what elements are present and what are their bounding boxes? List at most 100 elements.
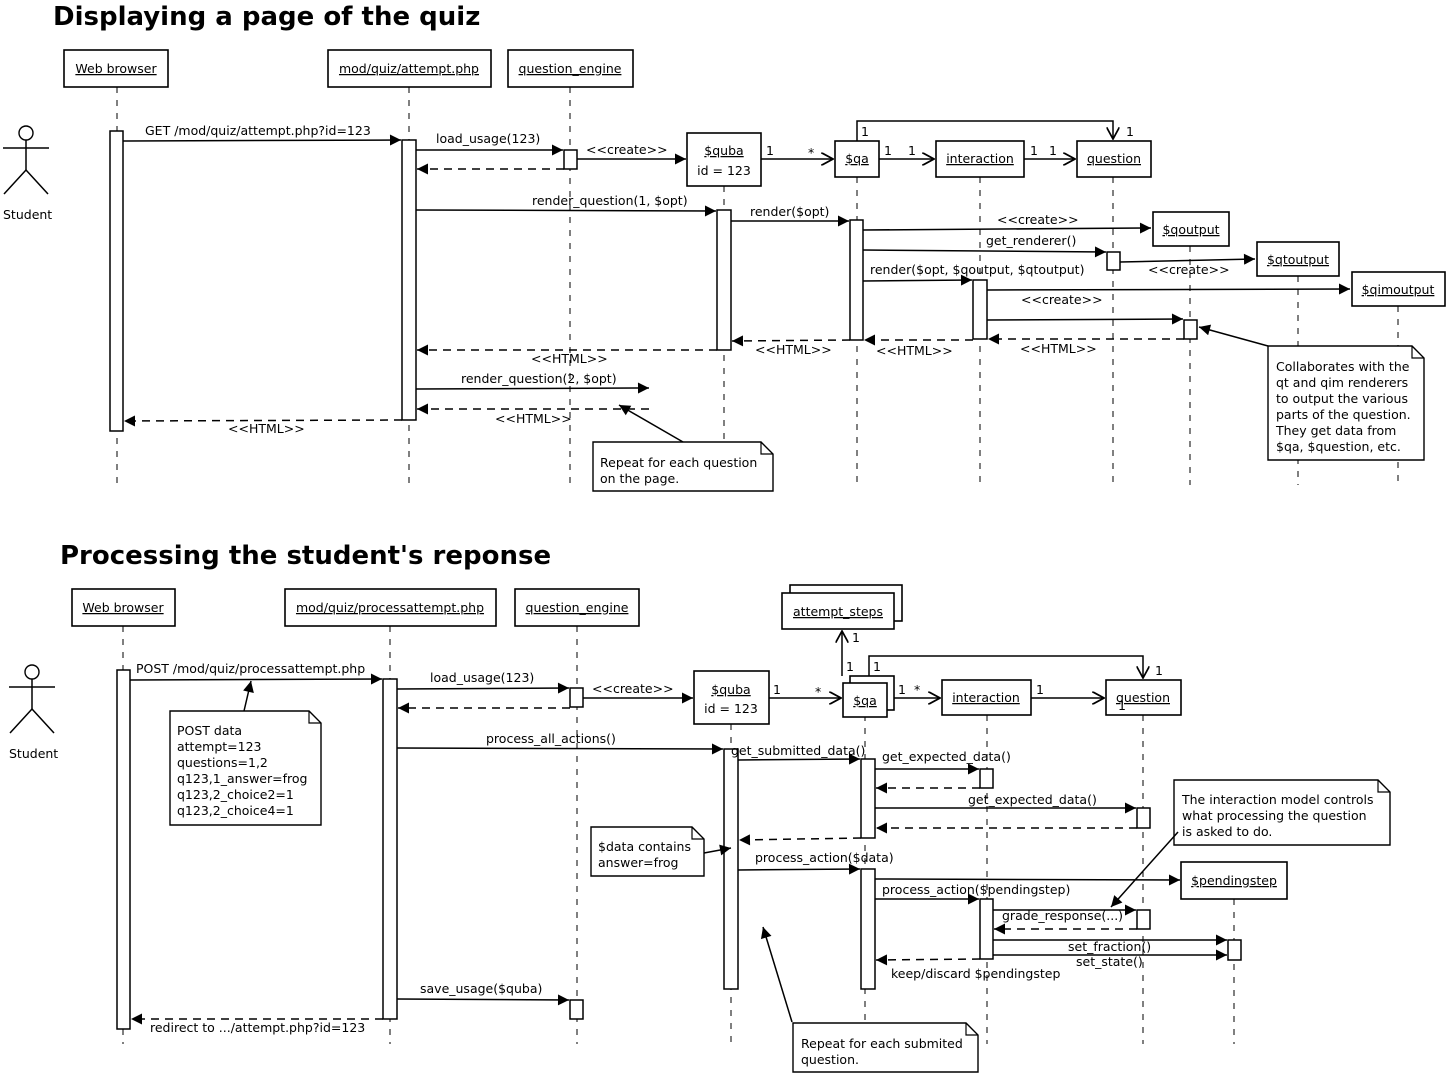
multiplicity: 1 bbox=[908, 143, 916, 158]
svg-text:$qoutput: $qoutput bbox=[1162, 222, 1219, 237]
svg-text:attempt=123: attempt=123 bbox=[177, 739, 262, 754]
multiplicity: * bbox=[815, 684, 821, 699]
svg-text:Repeat for each submited: Repeat for each submited bbox=[801, 1036, 963, 1051]
student-actor: Student bbox=[3, 125, 52, 222]
svg-text:id = 123: id = 123 bbox=[704, 701, 758, 716]
svg-text:parts of the question.: parts of the question. bbox=[1276, 407, 1411, 422]
svg-text:$qimoutput: $qimoutput bbox=[1362, 282, 1435, 297]
svg-text:$qa: $qa bbox=[853, 693, 877, 708]
svg-text:question: question bbox=[1116, 690, 1170, 705]
object-qimoutput: $qimoutput bbox=[1351, 271, 1446, 307]
svg-text:interaction: interaction bbox=[946, 151, 1014, 166]
object-processattempt-php: mod/quiz/processattempt.php bbox=[284, 588, 497, 627]
msg-process-action-pendingstep: process_action($pendingstep) bbox=[882, 882, 1070, 897]
msg-create-qimoutput: <<create>> bbox=[1021, 292, 1103, 307]
svg-text:question_engine: question_engine bbox=[526, 600, 629, 615]
msg-get-expected-data-2: get_expected_data() bbox=[968, 792, 1097, 807]
msg-redirect: redirect to .../attempt.php?id=123 bbox=[150, 1020, 365, 1035]
object-qtoutput: $qtoutput bbox=[1256, 241, 1340, 277]
msg-render-question-1: render_question(1, $opt) bbox=[532, 193, 688, 208]
msg-get-renderer: get_renderer() bbox=[986, 233, 1076, 248]
svg-text:mod/quiz/attempt.php: mod/quiz/attempt.php bbox=[339, 61, 479, 76]
svg-text:question: question bbox=[1087, 151, 1141, 166]
object-quba: $quba id = 123 bbox=[686, 132, 762, 187]
multiplicity: 1 bbox=[898, 682, 906, 697]
msg-get-expected-data-1: get_expected_data() bbox=[882, 749, 1011, 764]
actor-label: Student bbox=[3, 207, 52, 222]
msg-set-state: set_state() bbox=[1076, 954, 1143, 969]
svg-text:question_engine: question_engine bbox=[519, 61, 622, 76]
svg-text:$data contains: $data contains bbox=[598, 839, 691, 854]
msg-load-usage-2: load_usage(123) bbox=[430, 670, 534, 685]
svg-text:q123,1_answer=frog: q123,1_answer=frog bbox=[177, 771, 307, 786]
object-qa-2: $qa bbox=[842, 675, 895, 718]
msg-create-quba: <<create>> bbox=[592, 681, 674, 696]
msg-load-usage: load_usage(123) bbox=[436, 131, 540, 146]
object-attempt-php: mod/quiz/attempt.php bbox=[327, 49, 492, 88]
multiplicity: 1 bbox=[861, 124, 869, 139]
msg-get-submitted-data: get_submitted_data() bbox=[731, 743, 865, 758]
note-post-data: POST data attempt=123 questions=1,2 q123… bbox=[169, 710, 322, 826]
msg-html-5: <<HTML>> bbox=[495, 411, 572, 426]
multiplicity: 1 bbox=[1155, 663, 1163, 678]
object-question-engine-2: question_engine bbox=[514, 588, 640, 627]
multiplicity: 1 bbox=[1118, 698, 1126, 713]
svg-text:id = 123: id = 123 bbox=[697, 163, 751, 178]
msg-render-3: render($opt, $qoutput, $qtoutput) bbox=[870, 262, 1084, 277]
svg-text:interaction: interaction bbox=[952, 690, 1020, 705]
svg-text:attempt_steps: attempt_steps bbox=[793, 604, 883, 619]
object-qa: $qa bbox=[834, 140, 880, 178]
svg-text:The interaction model controls: The interaction model controls bbox=[1181, 792, 1374, 807]
msg-html-6: <<HTML>> bbox=[228, 421, 305, 436]
svg-text:$qtoutput: $qtoutput bbox=[1267, 252, 1329, 267]
svg-text:qt and qim renderers: qt and qim renderers bbox=[1276, 375, 1408, 390]
msg-process-action: process_action($data) bbox=[755, 850, 894, 865]
object-question-2: question bbox=[1105, 679, 1182, 716]
object-question: question bbox=[1076, 140, 1152, 178]
svg-text:$pendingstep: $pendingstep bbox=[1191, 873, 1277, 888]
svg-text:Web browser: Web browser bbox=[75, 61, 157, 76]
multiplicity: 1 bbox=[846, 659, 854, 674]
msg-get: GET /mod/quiz/attempt.php?id=123 bbox=[145, 123, 371, 138]
msg-html-2: <<HTML>> bbox=[755, 342, 832, 357]
note-repeat-submitted: Repeat for each submited question. bbox=[792, 1022, 979, 1073]
svg-text:$quba: $quba bbox=[704, 143, 743, 158]
msg-set-fraction: set_fraction() bbox=[1068, 939, 1151, 954]
multiplicity: 1 bbox=[1049, 143, 1057, 158]
object-web-browser-2: Web browser bbox=[71, 588, 176, 627]
multiplicity: 1 bbox=[852, 630, 860, 645]
msg-post: POST /mod/quiz/processattempt.php bbox=[136, 661, 365, 676]
svg-text:is asked to do.: is asked to do. bbox=[1182, 824, 1272, 839]
multiplicity: * bbox=[808, 145, 814, 160]
multiplicity: 1 bbox=[766, 143, 774, 158]
multiplicity: 1 bbox=[873, 659, 881, 674]
svg-text:what processing the question: what processing the question bbox=[1182, 808, 1367, 823]
object-qoutput: $qoutput bbox=[1152, 211, 1230, 247]
multiplicity: 1 bbox=[884, 143, 892, 158]
svg-text:They get data from: They get data from bbox=[1275, 423, 1396, 438]
object-pendingstep: $pendingstep bbox=[1180, 861, 1288, 900]
multiplicity: 1 bbox=[1030, 143, 1038, 158]
note-repeat-question: Repeat for each question on the page. bbox=[592, 441, 774, 492]
msg-render-question-2: render_question(2, $opt) bbox=[461, 371, 617, 386]
object-interaction-2: interaction bbox=[941, 679, 1032, 716]
msg-html-3: <<HTML>> bbox=[876, 343, 953, 358]
msg-save-usage: save_usage($quba) bbox=[420, 981, 542, 996]
msg-render: render($opt) bbox=[750, 204, 829, 219]
msg-create: <<create>> bbox=[586, 142, 668, 157]
object-quba-2: $quba id = 123 bbox=[693, 670, 770, 725]
msg-keep-discard: keep/discard $pendingstep bbox=[891, 966, 1060, 981]
msg-html-4: <<HTML>> bbox=[1020, 341, 1097, 356]
multiplicity: * bbox=[914, 682, 920, 697]
svg-text:on the page.: on the page. bbox=[600, 471, 679, 486]
object-attempt-steps: attempt_steps bbox=[781, 584, 903, 630]
multiplicity: 1 bbox=[1036, 682, 1044, 697]
msg-create-qtoutput: <<create>> bbox=[1148, 262, 1230, 277]
svg-text:$quba: $quba bbox=[711, 682, 750, 697]
multiplicity: 1 bbox=[1126, 124, 1134, 139]
object-web-browser: Web browser bbox=[63, 49, 169, 88]
note-data-contains: $data contains answer=frog bbox=[590, 826, 705, 877]
svg-text:Web browser: Web browser bbox=[82, 600, 164, 615]
svg-text:$qa, $question, etc.: $qa, $question, etc. bbox=[1276, 439, 1401, 454]
